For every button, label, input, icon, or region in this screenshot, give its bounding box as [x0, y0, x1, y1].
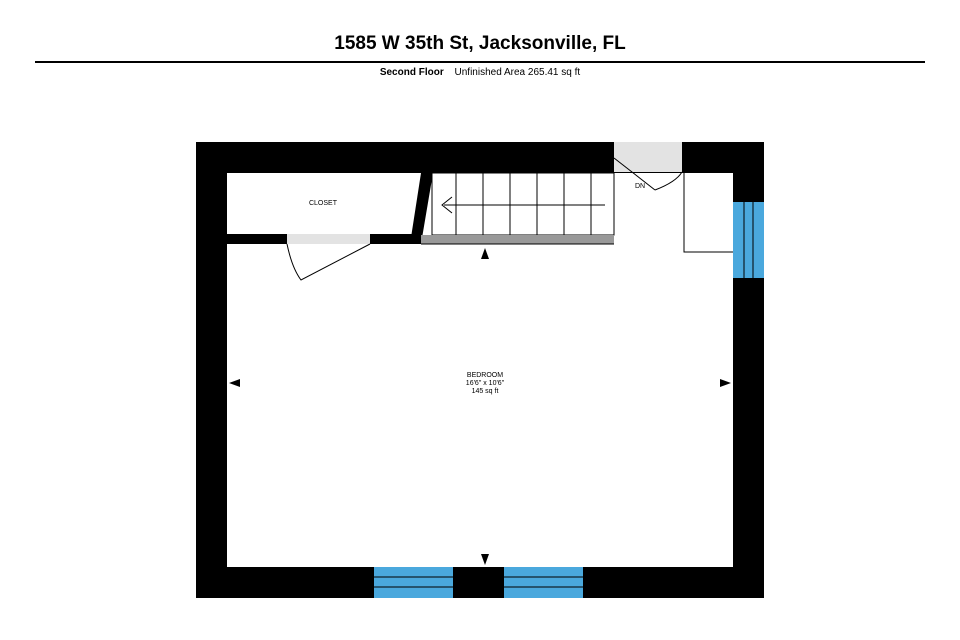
closet-stair-partition	[410, 173, 433, 244]
stair-alcove	[683, 172, 733, 253]
window-east	[733, 202, 764, 278]
window-south-left	[374, 567, 453, 598]
dimension-arrow-left	[229, 379, 240, 387]
window-south-right	[504, 567, 583, 598]
stair-door-swing	[614, 142, 682, 172]
dimension-arrow-bottom	[481, 554, 489, 565]
page-title: 1585 W 35th St, Jacksonville, FL	[334, 33, 626, 54]
dimension-arrow-right	[720, 379, 731, 387]
stairs-down-label: DN	[635, 183, 645, 190]
closet-door-arc	[286, 243, 371, 281]
closet-wall-right	[370, 234, 415, 244]
unfinished-area: Unfinished Area 265.41 sq ft	[454, 67, 581, 78]
floor-name: Second Floor	[379, 67, 444, 78]
bedroom-dimensions: 16'6" x 10'6"	[466, 380, 505, 387]
bedroom-label: BEDROOM	[467, 372, 503, 379]
closet-wall-left	[227, 234, 287, 244]
closet-door-swing	[287, 234, 370, 244]
stair-door-arc	[613, 157, 683, 191]
closet-label: CLOSET	[309, 200, 338, 207]
stair-landing	[421, 235, 614, 244]
dimension-arrow-top	[481, 248, 489, 259]
bedroom-area: 145 sq ft	[472, 388, 499, 395]
header-divider	[35, 61, 925, 63]
floor-info: Second Floor Unfinished Area 265.41 sq f…	[0, 67, 960, 78]
staircase	[431, 172, 615, 236]
